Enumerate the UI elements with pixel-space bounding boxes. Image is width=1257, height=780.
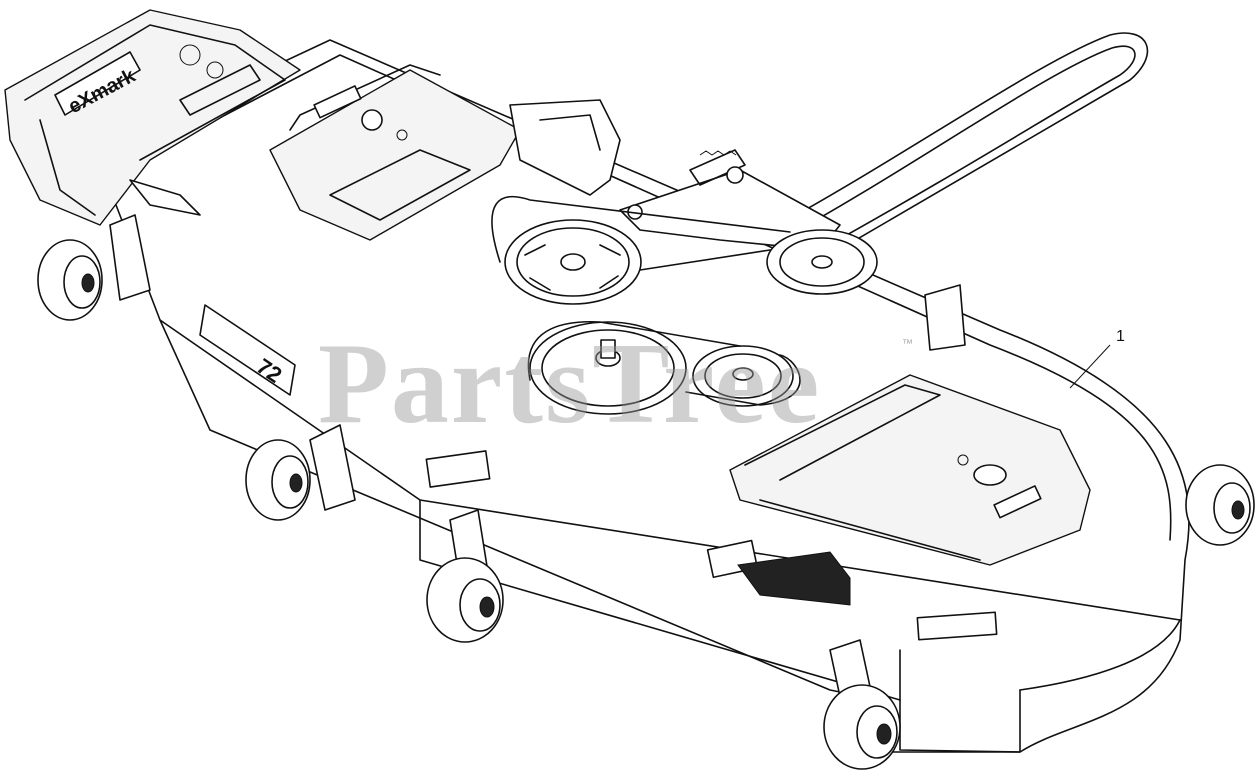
spindle-cover-right [729, 374, 1091, 566]
discharge-chute: eXmark [4, 9, 301, 226]
belt-guard-bracket [509, 99, 621, 196]
hanger-bracket-left [109, 214, 356, 511]
wheel-rear-right [1185, 464, 1255, 546]
instruction-decal-front [737, 551, 851, 606]
callout-leader-1 [1069, 344, 1111, 389]
safety-decal-right [916, 611, 998, 641]
wheel-front-left [426, 557, 504, 643]
callout-label-1: 1 [1116, 328, 1125, 345]
wheel-front-right [823, 684, 901, 770]
pulley-upper-left [504, 219, 642, 305]
safety-decal-front [425, 450, 491, 488]
wheel-left-mid [245, 439, 311, 521]
safety-decal-left [129, 179, 201, 216]
drive-belt [759, 32, 1149, 256]
pulley-right-idler [766, 229, 878, 295]
deck-belt [491, 195, 801, 406]
spindle-cover-left [269, 64, 521, 241]
pulley-center-large [529, 321, 687, 415]
watermark-trademark: ™ [902, 338, 913, 350]
pulley-center-small [692, 345, 794, 407]
wheel-rear-left [37, 239, 103, 321]
